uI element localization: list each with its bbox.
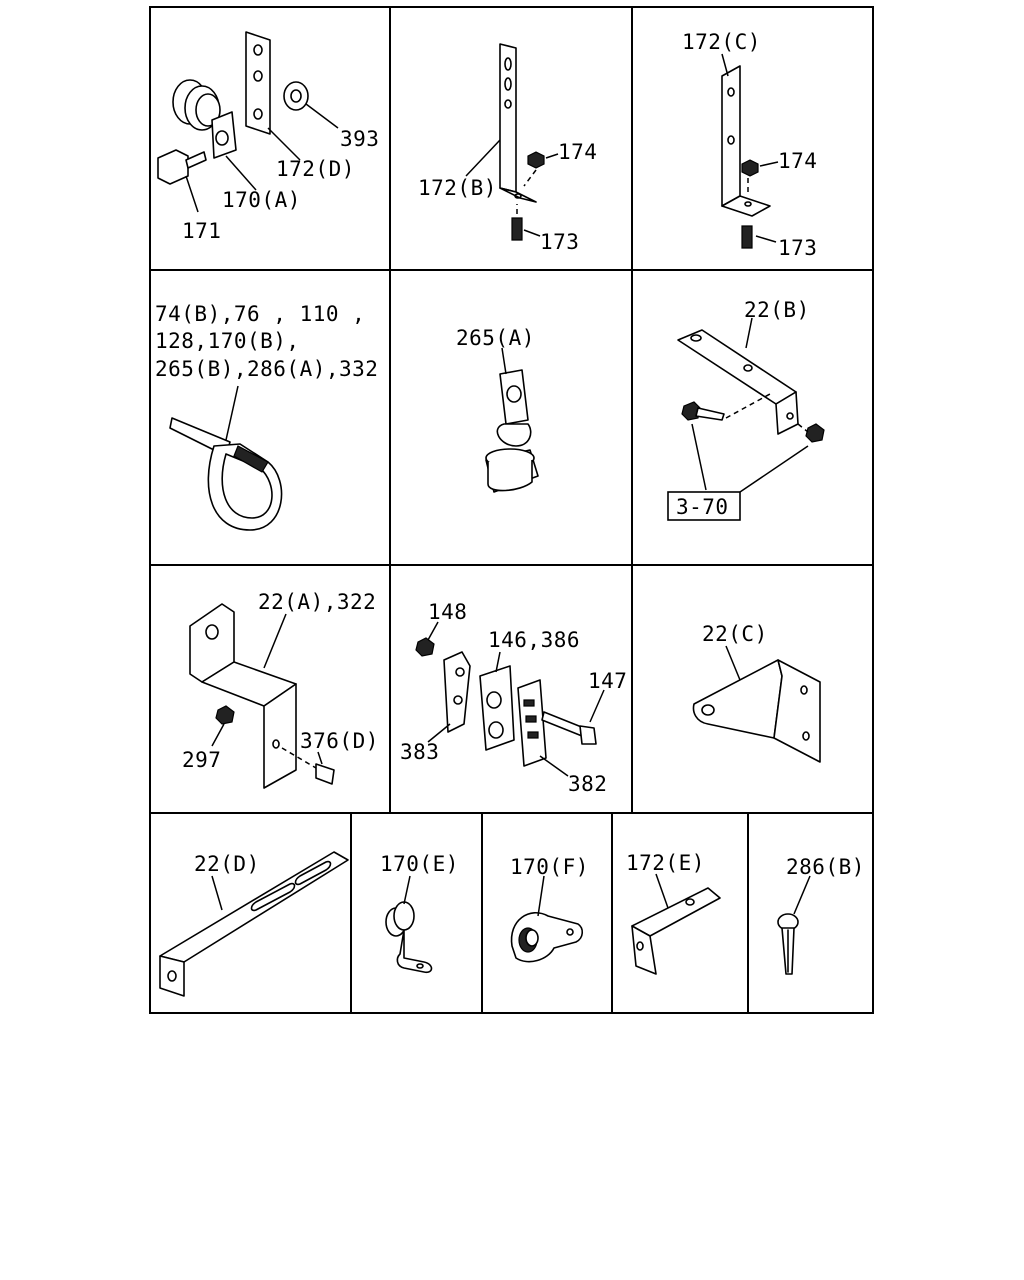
label-286b: 286(B) (786, 855, 865, 879)
bracket-172c-illustration (721, 65, 771, 217)
cell-4-cable-tie: 74(B),76 , 110 , 128,170(B), 265(B),286(… (155, 302, 378, 531)
cell-8-clamp-set: 148 146,386 147 383 382 (400, 600, 627, 796)
nut-148-illustration (415, 637, 435, 657)
label-172e: 172(E) (626, 851, 705, 875)
nut-174-illustration (527, 151, 545, 169)
cell-11-clamp-170e: 170(E) (380, 852, 459, 974)
screw-376d-illustration (315, 763, 335, 785)
cell-1-clamp-assembly: 393 172(D) 170(A) 171 (157, 31, 379, 243)
label-tie-line2: 128,170(B), (155, 329, 300, 353)
cable-tie-illustration (169, 417, 283, 531)
nut-297-illustration (215, 705, 235, 725)
clamp-170e-illustration (385, 901, 433, 974)
cell-14-clip-286b: 286(B) (777, 855, 865, 975)
label-376d: 376(D) (300, 729, 379, 753)
bolt-147-illustration (541, 711, 597, 745)
bracket-22d-illustration (159, 851, 349, 997)
label-382: 382 (568, 772, 607, 796)
label-173-b: 173 (540, 230, 579, 254)
grid-lines (149, 6, 874, 1014)
cell-2-bracket-172b: 174 172(B) 173 (418, 43, 597, 254)
clamp-170f-illustration (510, 911, 584, 963)
label-147: 147 (588, 669, 627, 693)
label-tie-line3: 265(B),286(A),332 (155, 357, 378, 381)
label-3-70: 3-70 (676, 495, 729, 519)
cell-3-bracket-172c: 172(C) 174 173 (682, 30, 817, 260)
plate-172d-illustration (245, 31, 271, 135)
screw-173c-illustration (741, 225, 753, 249)
label-172c: 172(C) (682, 30, 761, 54)
clamp-170a-illustration (211, 111, 237, 159)
label-173-c: 173 (778, 236, 817, 260)
clip-265a-illustration (485, 369, 539, 493)
nut-393-illustration (283, 81, 309, 111)
cell-7-bracket-22a: 22(A),322 297 376(D) (182, 590, 379, 789)
cell-9-bracket-22c: 22(C) (692, 622, 821, 763)
bracket-172e-illustration (631, 887, 721, 975)
bolt-left-illustration (681, 401, 725, 421)
screw-173-illustration (511, 204, 523, 241)
label-265a: 265(A) (456, 326, 535, 350)
bracket-22a-illustration (189, 603, 297, 789)
bolt-171-illustration (157, 149, 207, 185)
label-tie-line1: 74(B),76 , 110 , (155, 302, 365, 326)
plate-383-illustration (443, 651, 471, 733)
label-172d: 172(D) (276, 157, 355, 181)
nut-174c-illustration (741, 159, 759, 177)
label-170e: 170(E) (380, 852, 459, 876)
label-22c: 22(C) (702, 622, 768, 646)
bracket-22c-illustration (692, 659, 821, 763)
cell-6-bracket-22b: 22(B) 3-70 (667, 298, 825, 521)
label-146-386: 146,386 (488, 628, 580, 652)
bolt-right-illustration (805, 423, 825, 443)
clamp-382-illustration (517, 679, 547, 767)
label-383: 383 (400, 740, 439, 764)
cell-13-bracket-172e: 172(E) (626, 851, 721, 975)
label-172b: 172(B) (418, 176, 497, 200)
label-22b: 22(B) (744, 298, 810, 322)
label-170f: 170(F) (510, 855, 589, 879)
clamp-146-illustration (479, 665, 515, 751)
label-174-c: 174 (778, 149, 817, 173)
label-171: 171 (182, 219, 221, 243)
label-148: 148 (428, 600, 467, 624)
clip-286b-illustration (777, 913, 799, 975)
label-22a-322: 22(A),322 (258, 590, 376, 614)
cell-10-bracket-22d: 22(D) (159, 851, 349, 997)
label-174-b: 174 (558, 140, 597, 164)
grommet-illustration (172, 79, 221, 131)
bracket-22b-illustration (677, 329, 799, 435)
label-393: 393 (340, 127, 379, 151)
label-22d: 22(D) (194, 852, 260, 876)
reference-box-3-70 (667, 491, 741, 521)
cell-5-clip-265a: 265(A) (456, 326, 539, 493)
label-297: 297 (182, 748, 221, 772)
cell-12-clamp-170f: 170(F) (510, 855, 589, 963)
label-170a: 170(A) (222, 188, 301, 212)
